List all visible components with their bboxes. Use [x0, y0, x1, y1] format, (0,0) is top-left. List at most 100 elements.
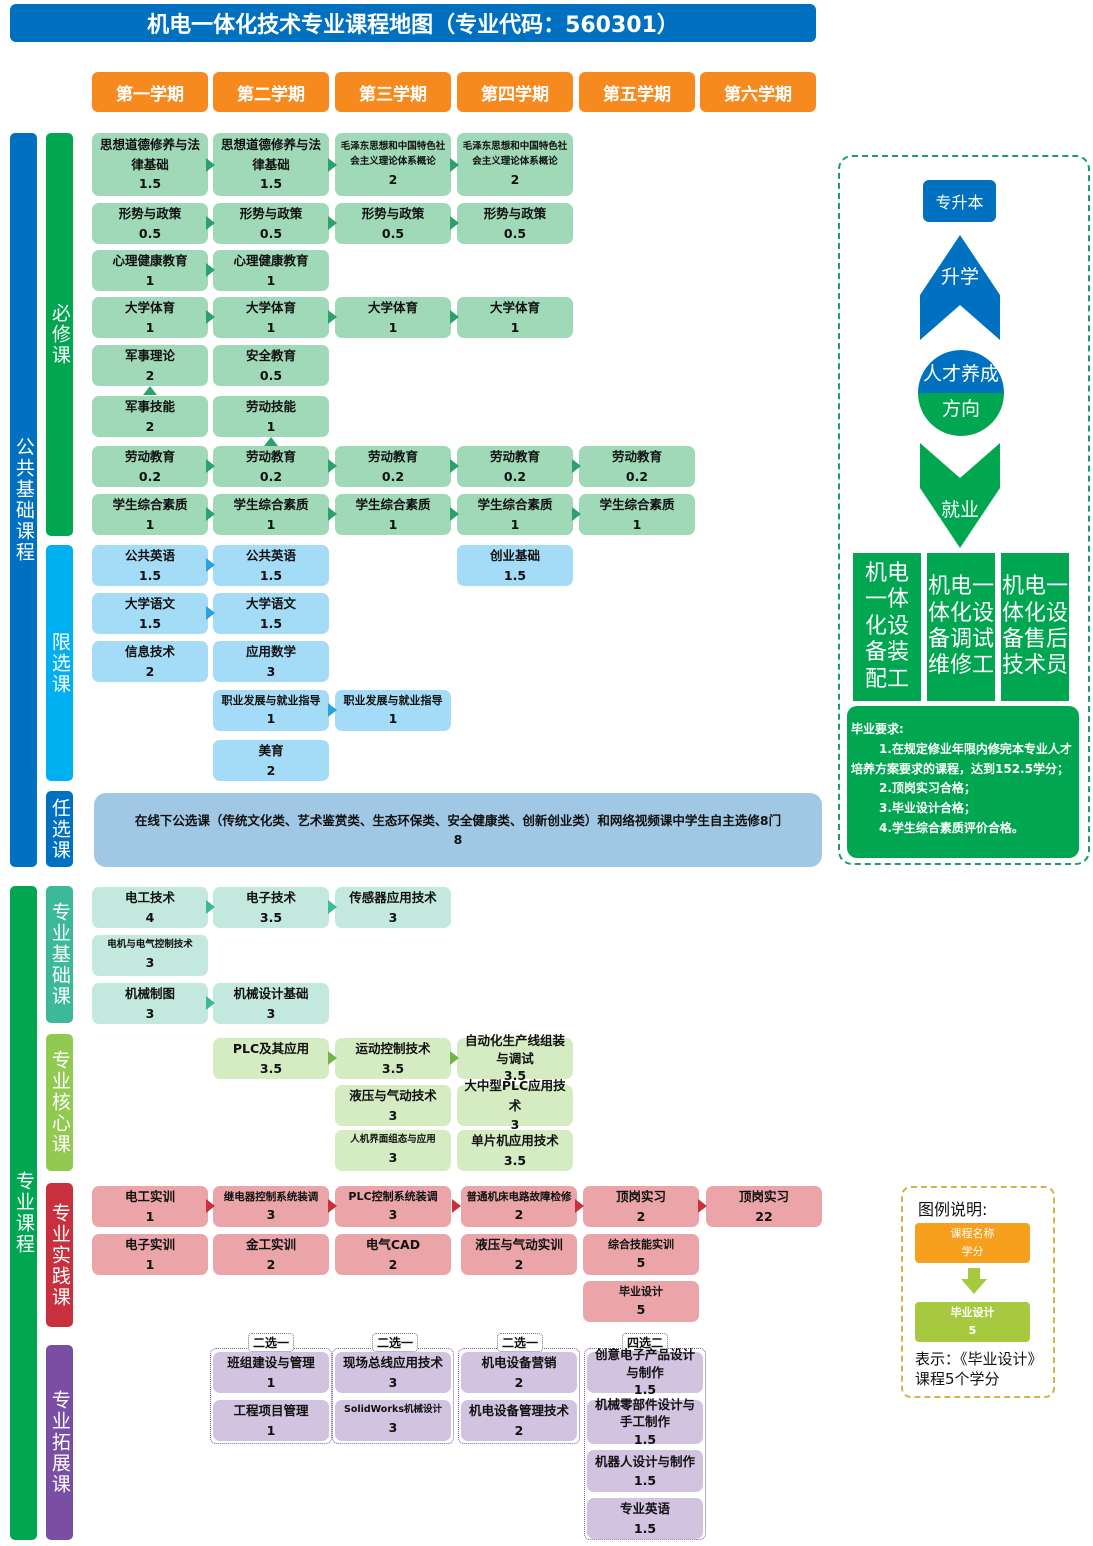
employment-label: 就业 [940, 499, 979, 521]
arrow-right-icon [328, 900, 337, 914]
semester-4: 第四学期 [457, 72, 573, 112]
career-panel [838, 155, 1090, 865]
direction-circle [918, 350, 1004, 436]
arrow-right-icon [328, 459, 337, 473]
choice-label: 二选一 [497, 1333, 544, 1352]
graduation-requirements: 毕业要求: 1.在规定修业年限内修完本专业人才培养方案要求的课程，达到152.5… [847, 706, 1079, 858]
choice-label: 二选一 [248, 1333, 295, 1352]
arrow-right-icon [450, 507, 459, 521]
arrow-right-icon [450, 459, 459, 473]
job-card: 机电一体化设备装配工 [853, 553, 921, 701]
category-limited: 限选课 [46, 545, 73, 781]
arrow-right-icon [450, 158, 459, 172]
arrow-right-icon [328, 1199, 337, 1213]
arrow-right-icon [206, 158, 215, 172]
arrow-right-icon [698, 1199, 707, 1213]
category-major-core: 专业核心课 [46, 1034, 73, 1171]
up-arrow-shape [920, 235, 1000, 340]
arrow-right-icon [206, 900, 215, 914]
arrow-right-icon [572, 459, 581, 473]
arrow-right-icon [450, 1051, 459, 1065]
arrow-right-icon [328, 703, 337, 717]
arrow-right-icon [206, 558, 215, 572]
job-card: 机电一体化设备售后技术员 [1001, 553, 1069, 701]
arrow-right-icon [328, 507, 337, 521]
arrow-right-icon [206, 606, 215, 620]
arrow-right-icon [572, 507, 581, 521]
direction-label-2: 方向 [941, 398, 980, 420]
further-study-label: 升学 [940, 266, 979, 288]
arrow-right-icon [452, 1199, 461, 1213]
semester-1: 第一学期 [92, 72, 208, 112]
upgrade-box: 专升本 [923, 180, 996, 222]
arrow-up-icon [143, 386, 157, 395]
arrow-right-icon [328, 158, 337, 172]
semester-6: 第六学期 [700, 72, 816, 112]
page-title: 机电一体化技术专业课程地图（专业代码：560301） [10, 4, 816, 42]
category-major-basic: 专业基础课 [46, 886, 73, 1023]
arrow-right-icon [206, 310, 215, 324]
arrow-right-icon [450, 216, 459, 230]
choice-label: 四选二 [622, 1333, 669, 1352]
elective-card: 在线下公选课（传统文化类、艺术鉴赏类、生态环保类、安全健康类、创新创业类）和网络… [94, 793, 822, 867]
arrow-right-icon [206, 996, 215, 1010]
requirements-title: 毕业要求: [851, 722, 904, 736]
arrow-down-icon [961, 1268, 987, 1294]
down-arrow-shape [920, 443, 1000, 548]
category-public: 公共基础课程 [10, 133, 37, 867]
arrow-right-icon [206, 263, 215, 277]
category-major-practice: 专业实践课 [46, 1183, 73, 1327]
requirement-item: 3.毕业设计合格； [879, 801, 976, 816]
legend-description: 表示：《毕业设计》课程5个学分 [915, 1350, 1043, 1389]
semester-5: 第五学期 [579, 72, 695, 112]
semester-3: 第三学期 [335, 72, 451, 112]
